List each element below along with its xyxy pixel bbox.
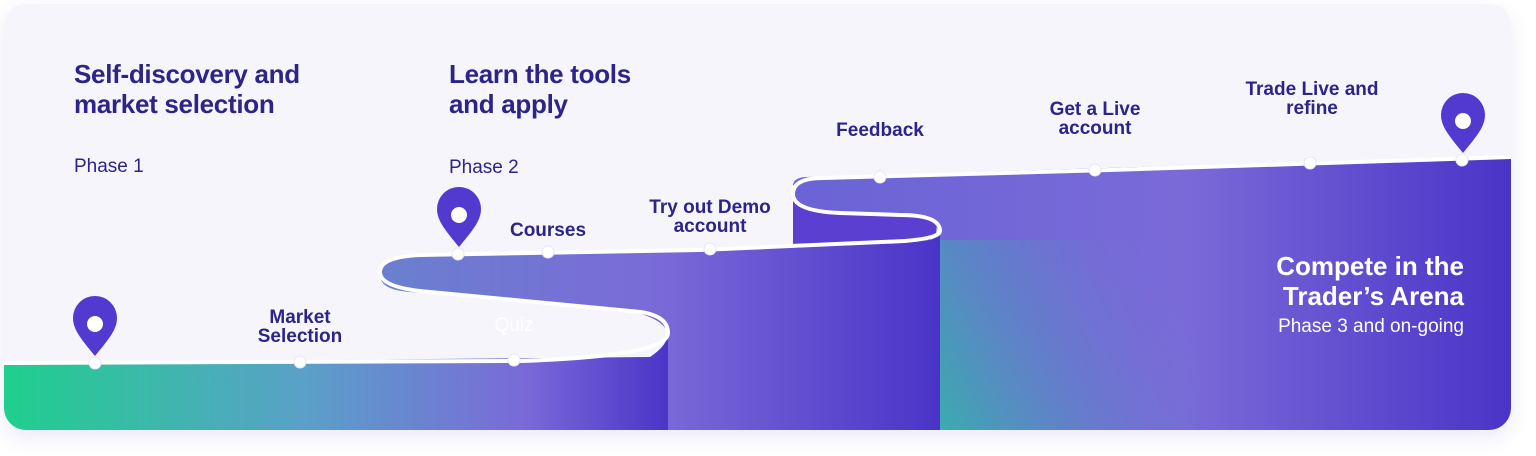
step-get-live-line-2: account: [1058, 118, 1132, 139]
roadmap-card: [4, 4, 1511, 430]
phase-2-title-line-2: and apply: [449, 89, 568, 119]
step-trade-live: Trade Live and refine: [1230, 80, 1394, 118]
step-quiz: Quiz: [494, 315, 534, 336]
step-market-selection-line-1: Market: [269, 307, 331, 328]
step-try-demo: Try out Demo account: [630, 198, 790, 236]
step-trade-live-line-2: refine: [1286, 98, 1338, 119]
step-feedback: Feedback: [836, 120, 924, 141]
step-get-live: Get a Live account: [1025, 100, 1165, 138]
location-pin-icon: [73, 296, 117, 356]
step-trade-live-line-1: Trade Live and: [1245, 79, 1379, 100]
phase-2-label: Phase 2: [449, 157, 519, 178]
location-pin-icon: [1441, 93, 1485, 153]
phase-2-title: Learn the tools and apply: [449, 59, 631, 119]
phase-1-title-line-1: Self-discovery and: [74, 59, 300, 89]
step-try-demo-line-2: account: [673, 216, 747, 237]
roadmap-path-graphic: [4, 93, 1511, 430]
phase-1-title: Self-discovery and market selection: [74, 59, 300, 119]
arena-title-line-1: Compete in the: [1276, 251, 1464, 281]
location-pin-icon: [437, 187, 481, 247]
arena-title-line-2: Trader’s Arena: [1282, 281, 1464, 311]
step-try-demo-line-1: Try out Demo: [649, 197, 771, 218]
step-market-selection: Market Selection: [230, 308, 370, 346]
phase-2-title-line-1: Learn the tools: [449, 59, 631, 89]
step-get-live-line-1: Get a Live: [1049, 99, 1141, 120]
phase-1-label: Phase 1: [74, 156, 144, 177]
arena-phase-label: Phase 3 and on-going: [1278, 316, 1464, 337]
step-courses: Courses: [509, 220, 587, 241]
step-market-selection-line-2: Selection: [257, 326, 343, 347]
arena-title: Compete in the Trader’s Arena: [1180, 251, 1464, 311]
phase-1-title-line-2: market selection: [74, 89, 275, 119]
